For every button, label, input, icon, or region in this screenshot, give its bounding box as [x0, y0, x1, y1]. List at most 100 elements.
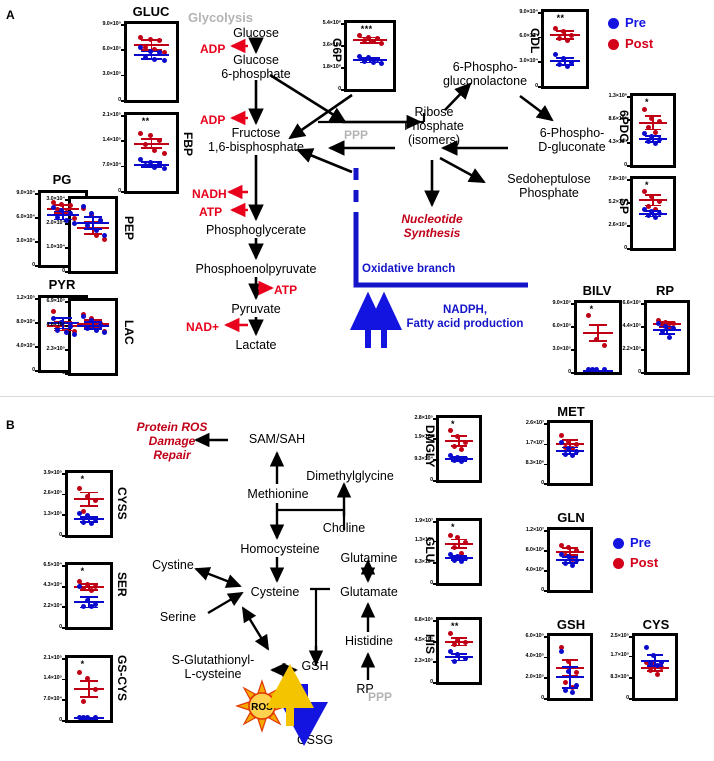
axis-tick: 0 [626, 694, 629, 701]
node-dimethylglycine: Dimethylglycine [306, 469, 394, 483]
data-point [80, 314, 86, 320]
data-point [161, 57, 167, 63]
axis-tick-mark [65, 301, 68, 303]
data-point [366, 55, 372, 61]
error-bar-cap [561, 686, 579, 689]
plot-CYS [632, 633, 678, 701]
axis-tick: 6.9×10⁵ [46, 297, 66, 304]
plot-GLU [436, 518, 482, 586]
data-point [143, 55, 149, 61]
axis-tick: 4.3×10⁵ [608, 138, 628, 145]
data-point [138, 35, 144, 40]
error-bar-cap [53, 329, 73, 332]
axis-tick-mark [341, 45, 344, 47]
axis-tick-mark [121, 165, 124, 168]
data-point [641, 106, 647, 112]
data-point [451, 544, 457, 550]
axis-tick-mark [433, 640, 436, 643]
axis-tick-mark [121, 115, 124, 117]
data-point [566, 659, 572, 665]
data-point [653, 140, 659, 146]
error-bar-line [564, 58, 566, 65]
data-point [374, 57, 380, 63]
axis-tick-mark [627, 225, 630, 227]
axis-tick-mark [62, 565, 65, 567]
axis-tick-mark [544, 656, 547, 659]
axis-tick-mark [571, 372, 574, 374]
node-phosphoglycerate: Phosphoglycerate [205, 223, 307, 237]
data-point [447, 649, 453, 655]
data-point [573, 669, 579, 675]
error-bar-line [652, 194, 654, 206]
data-point [562, 560, 568, 566]
legend-dot-pre-a [608, 18, 619, 29]
data-point [147, 133, 153, 139]
data-point [641, 130, 647, 136]
data-point [77, 714, 83, 720]
axis-tick-mark [62, 720, 65, 722]
axis-tick: 3.0×10⁵ [102, 71, 122, 78]
axis-tick-mark [35, 346, 38, 348]
axis-tick-mark [627, 179, 630, 181]
axis-tick: 6.0×10⁴ [519, 33, 538, 40]
axis-tick-mark [433, 583, 436, 585]
axis-tick-mark [627, 119, 630, 121]
plot-title-CYSS: CYSS [115, 487, 129, 520]
error-bar-line [92, 321, 94, 330]
error-bar-line [88, 492, 90, 506]
error-bar-line [458, 436, 460, 447]
data-point [379, 61, 385, 67]
data-point [361, 38, 367, 44]
data-point [89, 588, 95, 594]
axis-tick-mark [62, 585, 65, 588]
data-point [569, 32, 575, 38]
axis-tick-mark [627, 142, 630, 144]
data-point [573, 683, 579, 689]
axis-tick: 1.0×10⁴ [46, 243, 65, 250]
error-bar-cap [450, 559, 468, 562]
data-point [659, 328, 665, 334]
error-bar-line [666, 326, 668, 334]
data-point [557, 62, 563, 68]
axis-tick-mark [62, 493, 65, 496]
data-point [59, 208, 65, 214]
axis-tick: 4.0×10⁵ [525, 653, 545, 660]
significance-marker: ** [451, 621, 459, 631]
data-point [67, 211, 73, 217]
data-point [447, 452, 453, 458]
data-point [649, 133, 655, 139]
axis-tick: 0 [62, 369, 65, 376]
ppp-label-b: PPP [368, 690, 393, 704]
error-bar-line [569, 557, 571, 563]
data-point [59, 201, 65, 207]
plot-title-LAC: LAC [122, 320, 136, 345]
node-homocysteine: Homocysteine [240, 542, 320, 556]
axis-tick-mark [65, 373, 68, 375]
data-point [85, 493, 91, 499]
data-point [462, 439, 468, 445]
plot-DMGLY [436, 415, 482, 483]
plot-title-GLN: GLN [557, 510, 585, 525]
error-bar-line [88, 517, 90, 522]
axis-tick-mark [65, 349, 68, 351]
axis-tick: 2.3×10⁵ [414, 657, 434, 664]
significance-marker: ** [141, 116, 150, 126]
ppp-label-a: PPP [344, 128, 369, 142]
data-point [451, 642, 457, 648]
node-cystine: Cystine [152, 558, 194, 572]
data-point [659, 322, 665, 328]
error-bar-cap [141, 147, 162, 150]
data-point [81, 699, 87, 705]
axis-tick: 2.6×10⁷ [525, 419, 544, 426]
node-cysteine: Cysteine [250, 585, 300, 599]
axis-tick-mark [544, 463, 547, 466]
data-point [653, 129, 659, 135]
cofactor-adp-1: ADP [200, 42, 226, 56]
data-point [653, 207, 659, 213]
legend-dot-post-b [613, 558, 624, 569]
axis-tick: 0 [59, 716, 62, 723]
data-point [55, 327, 61, 333]
plot-title-CYS: CYS [642, 617, 670, 632]
significance-marker: *** [360, 24, 373, 34]
significance-marker: * [80, 474, 85, 484]
